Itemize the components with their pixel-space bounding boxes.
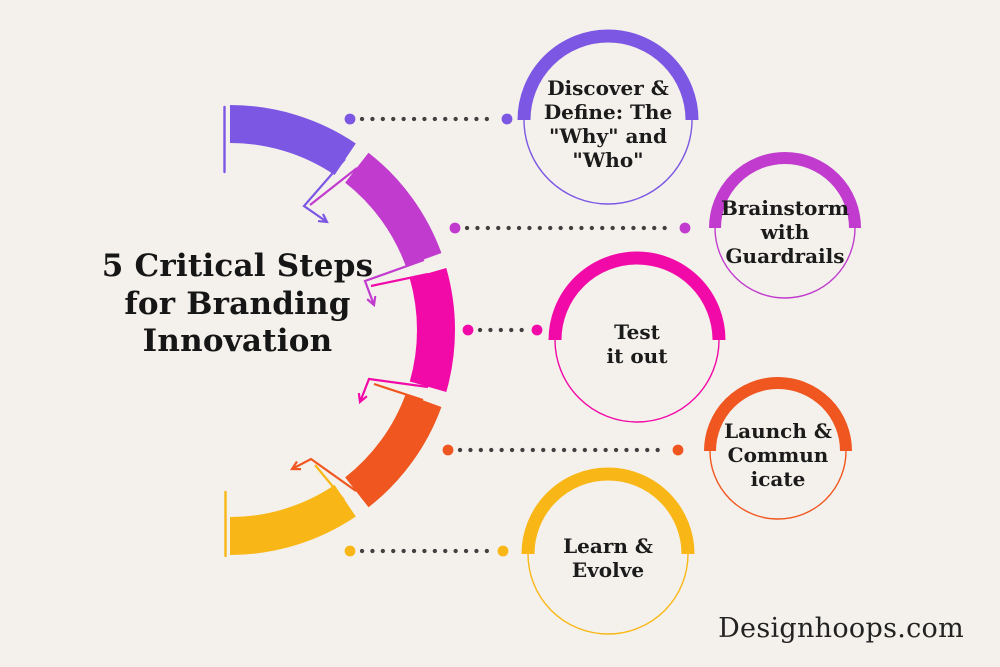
hook-parallel-line-2 — [370, 272, 429, 288]
arrowhead-icon — [366, 295, 377, 308]
arc-segment-1 — [229, 105, 356, 176]
hook-parallel-line-1 — [309, 167, 358, 206]
connector-end-dot — [679, 222, 691, 234]
infographic-title: 5 Critical Steps for Branding Innovation — [101, 248, 374, 359]
connector-end-dot — [344, 545, 356, 557]
step-label-discover-define: Discover & Define: The "Why" and "Who" — [543, 76, 673, 172]
connector-end-dot — [462, 324, 474, 336]
arc-segment-3 — [409, 267, 455, 393]
site-credit: Designhoops.com — [718, 613, 964, 644]
hook-parallel-line-4 — [314, 464, 345, 501]
step-circle-top-arc-2 — [709, 152, 861, 229]
step-circle-top-arc-3 — [548, 251, 726, 341]
connector-end-dot — [497, 545, 509, 557]
step-circle-top-arc-1 — [517, 29, 699, 121]
connector-end-dot — [344, 113, 356, 125]
arc-segment-4 — [344, 393, 442, 508]
connector-end-dot — [449, 222, 461, 234]
step-circle-top-arc-4 — [704, 377, 852, 452]
hook-arrow-line-2 — [363, 258, 425, 306]
step-circle-top-arc-5 — [521, 467, 695, 555]
step-label-learn-evolve: Learn & Evolve — [563, 534, 653, 582]
connector-end-dot — [531, 324, 543, 336]
hook-arrow-line-1 — [302, 158, 346, 223]
arc-segment-2 — [344, 152, 442, 267]
hook-arrow-line-4 — [291, 457, 357, 492]
connector-end-dot — [501, 113, 513, 125]
step-label-test-it-out: Test it out — [606, 320, 668, 368]
arrowhead-icon — [357, 392, 368, 405]
connector-end-dot — [672, 444, 684, 456]
arc-segment-5 — [229, 484, 356, 555]
step-label-brainstorm: Brainstorm with Guardrails — [720, 196, 850, 268]
hook-arrow-line-3 — [358, 377, 429, 403]
arrowhead-icon — [317, 213, 329, 224]
connector-end-dot — [442, 444, 454, 456]
hook-parallel-line-3 — [373, 382, 424, 402]
step-label-launch-communicate: Launch & Commun icate — [724, 419, 832, 491]
arrowhead-icon — [289, 460, 302, 471]
